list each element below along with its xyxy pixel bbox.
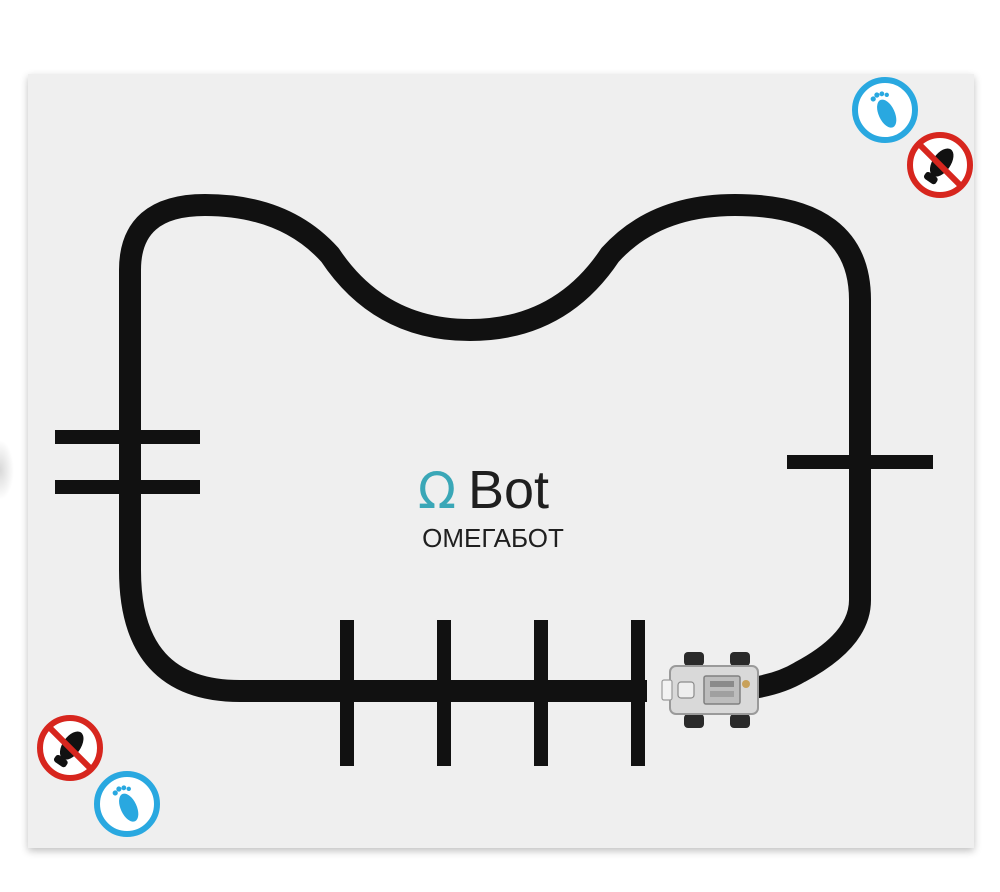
track-loop <box>119 194 871 702</box>
omegabot-logo: Ω Bot ОМЕГАБОТ <box>418 460 564 553</box>
bottom-crossings <box>340 620 645 766</box>
logo-subtitle: ОМЕГАБОТ <box>422 523 564 553</box>
footprint-forbidden-icon <box>37 715 103 781</box>
logo-word: Bot <box>468 460 549 520</box>
omegabot-robot-icon <box>661 652 759 728</box>
footprint-forbidden-icon <box>907 132 973 198</box>
left-crossings <box>55 430 200 494</box>
logo-omega-symbol: Ω <box>418 462 456 520</box>
page-edge-shadow <box>0 440 14 500</box>
footprint-allowed-icon <box>852 77 918 143</box>
footprint-allowed-icon <box>94 771 160 837</box>
